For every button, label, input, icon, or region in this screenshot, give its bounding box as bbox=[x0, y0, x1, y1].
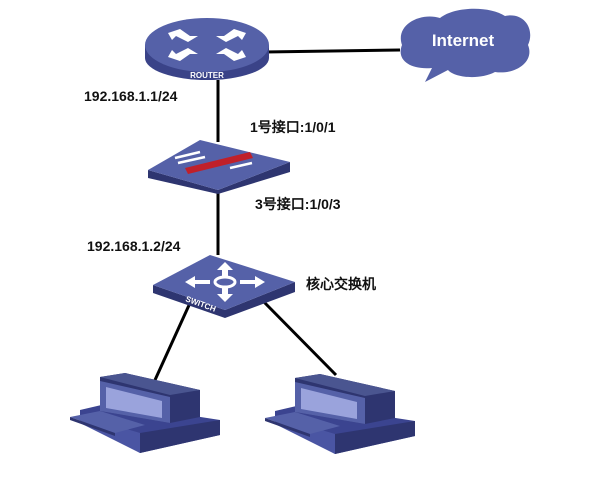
link-router-internet bbox=[264, 48, 401, 54]
firewall-port-bottom-label: 3号接口:1/0/3 bbox=[255, 196, 341, 212]
internet-label: Internet bbox=[432, 31, 495, 50]
router-ip-label: 192.168.1.1/24 bbox=[84, 88, 178, 104]
link-switch-pc1 bbox=[153, 302, 192, 381]
pc-1-icon bbox=[70, 373, 220, 453]
switch-icon: SWITCH bbox=[153, 255, 295, 318]
switch-name-label: 核心交换机 bbox=[306, 276, 376, 292]
firewall-port-top-label: 1号接口:1/0/1 bbox=[250, 119, 336, 135]
internet-cloud-icon: Internet bbox=[400, 8, 531, 82]
pc-2-icon bbox=[265, 374, 415, 454]
firewall-icon bbox=[148, 140, 290, 194]
link-switch-pc2 bbox=[260, 298, 338, 377]
router-label: ROUTER bbox=[190, 71, 224, 80]
switch-ip-label: 192.168.1.2/24 bbox=[87, 238, 181, 254]
router-icon: ROUTER bbox=[145, 18, 269, 80]
